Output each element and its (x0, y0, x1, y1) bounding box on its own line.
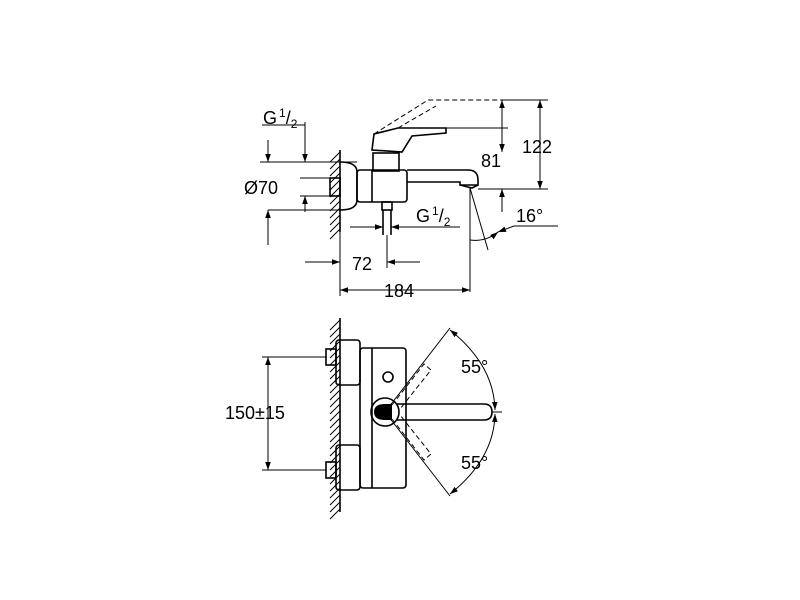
wall-hatch-line (329, 200, 341, 212)
angle-down-label: 55° (461, 453, 488, 473)
wall-hatch-line (329, 368, 341, 380)
wall-hatch-line (329, 396, 341, 408)
wall-hatch-line (329, 326, 341, 338)
wall-hatch-line (329, 165, 341, 177)
wall-hatch-line (329, 151, 341, 163)
wall-hatch-line (329, 445, 341, 457)
front-dimensions (262, 327, 498, 497)
wall-hatch-line (329, 347, 341, 359)
front-labels: 150±15 55° 55° (225, 357, 488, 473)
wall-hatch-line (329, 375, 341, 387)
wall-hatch-line (329, 431, 341, 443)
wall-hatch-line (329, 333, 341, 345)
wall-hatch-line (329, 424, 341, 436)
spacing-label: 150±15 (225, 403, 285, 423)
wall-hatch-line (329, 480, 341, 492)
wall-hatch-line (329, 403, 341, 415)
wall-hatch-line (329, 410, 341, 422)
wall-hatch-line (329, 354, 341, 366)
wall-hatch-line (329, 158, 341, 170)
side-dimensions (260, 99, 558, 296)
angle-up-label: 55° (461, 357, 488, 377)
angle-16-label: 16° (516, 206, 543, 226)
wall-hatch-line (329, 319, 341, 331)
wall-hatch-line (329, 501, 341, 513)
wall-hatch-line (329, 508, 341, 520)
wall-hatch-line (329, 221, 341, 233)
side-wall (329, 150, 341, 240)
wall-hatch-line (329, 438, 341, 450)
wall-hatch-line (329, 389, 341, 401)
wall-hatch-line (329, 466, 341, 478)
front-wall (329, 318, 341, 520)
wall-hatch-line (329, 417, 341, 429)
diameter-label: Ø70 (244, 178, 278, 198)
dim-184-label: 184 (384, 281, 414, 301)
dim-122-label: 122 (522, 137, 552, 157)
wall-hatch-line (329, 494, 341, 506)
front-view: 150±15 55° 55° (225, 318, 502, 520)
dim-72-label: 72 (352, 254, 372, 274)
wall-hatch-line (329, 473, 341, 485)
wall-hatch-line (329, 214, 341, 226)
wall-hatch-line (329, 228, 341, 240)
wall-hatch-line (329, 459, 341, 471)
wall-hatch-line (329, 361, 341, 373)
wall-hatch-line (329, 179, 341, 191)
side-mixer-body (329, 99, 505, 235)
dim-81-label: 81 (481, 151, 501, 171)
